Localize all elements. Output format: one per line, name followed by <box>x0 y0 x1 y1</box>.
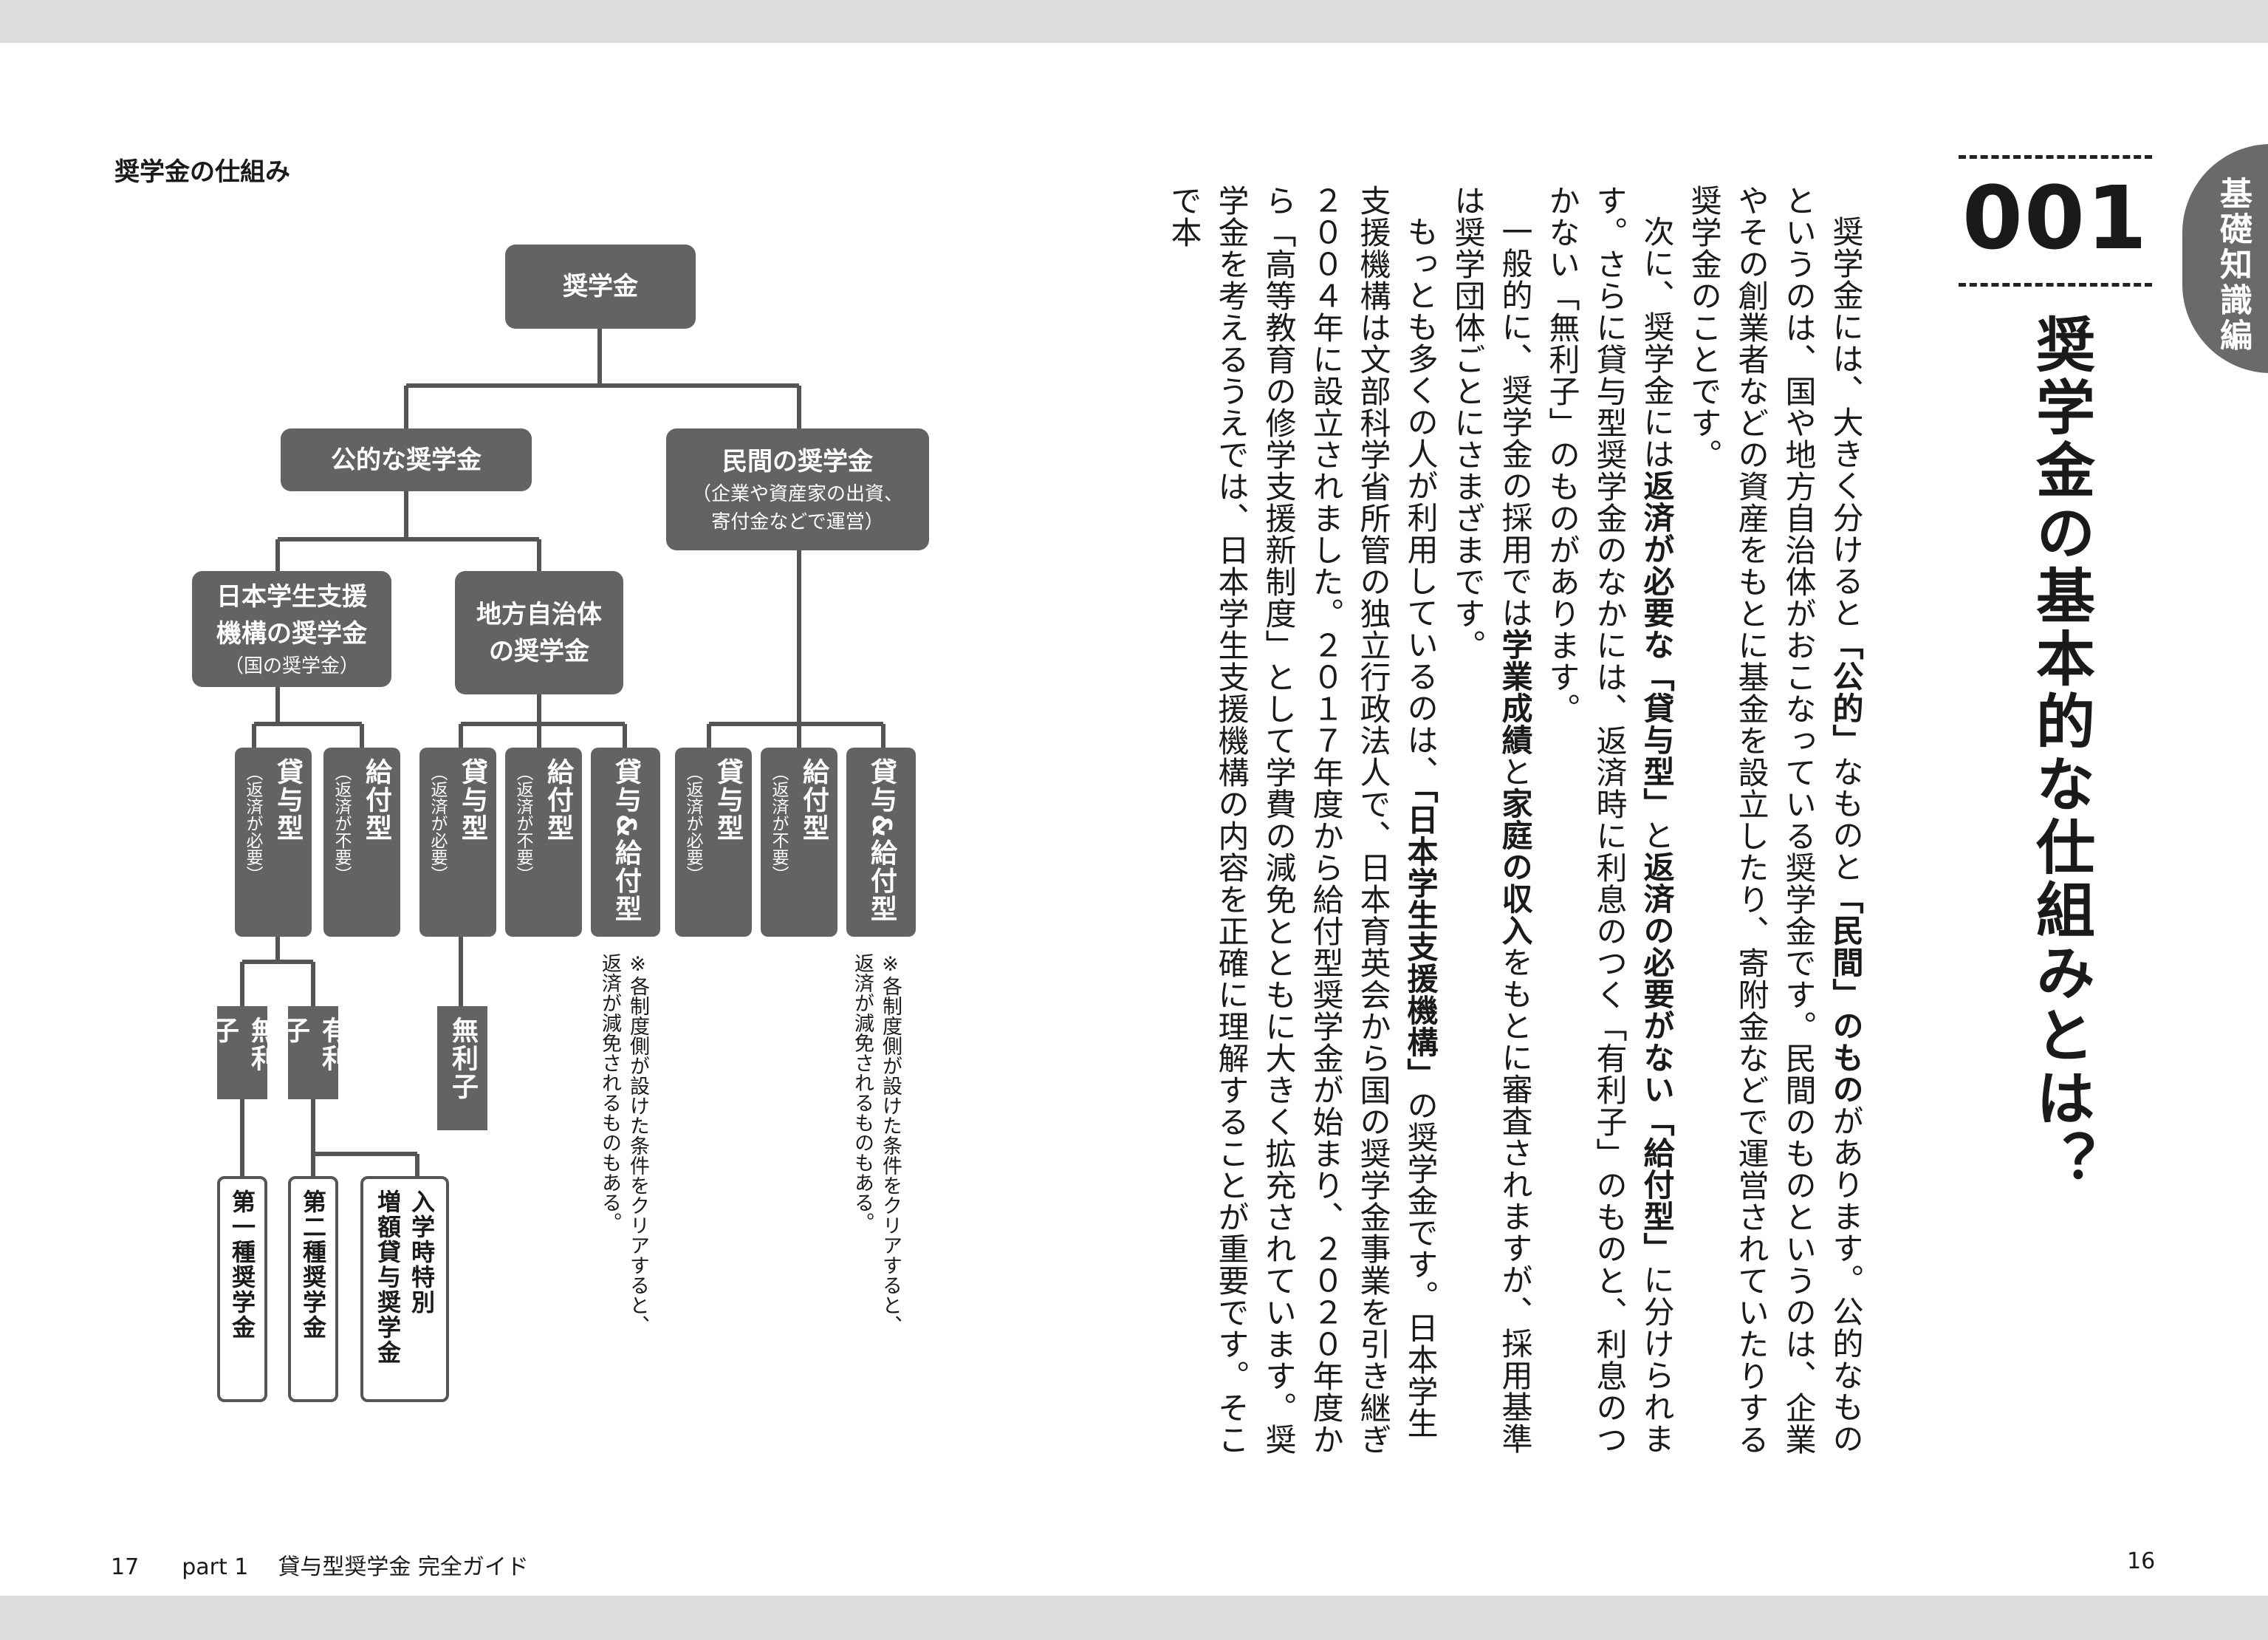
type1-label: 第一種奨学金 <box>228 1189 256 1340</box>
body-text: と <box>1639 819 1675 851</box>
category-label: 基礎知識編 <box>2214 177 2252 354</box>
body-paragraph-3: 一般的に、奨学金の採用では学業成績と家庭の収入をもとに審査されますが、採用基準は… <box>1444 185 1538 1455</box>
emphasis-text: 返済の必要がない「給付型」 <box>1639 851 1675 1264</box>
local-note: ※各制度側が設けた条件をクリアすると、返済が減免されるものもある。 <box>598 953 649 1335</box>
body-text: 次に、奨学金には <box>1639 216 1675 470</box>
loan-sub: （返済が必要） <box>428 764 447 883</box>
grant-sub: （返済が不要） <box>769 764 788 883</box>
local-line-2: の奨学金 <box>489 636 589 666</box>
emphasis-text: 「公的」 <box>1828 629 1864 756</box>
body-text: をもとに審査されますが、採用基準は奨学団体ごとにさまざまです。 <box>1450 185 1533 1455</box>
special-increase-loan-node: 入学時特別 増額貸与奨学金 <box>360 1176 449 1402</box>
loan-sub: （返済が必要） <box>243 764 262 883</box>
body-text: の奨学金です。日本学生支援機構は文部科学省所管の独立行政法人で、日本育英会から国… <box>1166 185 1439 1455</box>
jasso-grant-node: 給付型 （返済が不要） <box>323 748 400 937</box>
body-text: に分けられます。さらに貸与型奨学金のなかには、返済時に利息のつく「有利子」のもの… <box>1544 185 1675 1455</box>
type2-scholarship-node: 第二種奨学金 <box>288 1176 338 1402</box>
jasso-sub: （国の奨学金） <box>224 655 359 677</box>
article-title: 奨学金の基本的な仕組みとは？ <box>2027 314 2095 1193</box>
grant-label: 給付型 <box>361 758 391 842</box>
body-text: 一般的に、奨学金の採用では <box>1497 216 1533 629</box>
grant-sub: （返済が不要） <box>332 764 351 883</box>
mixed-label: 貸与&給付型 <box>611 758 641 923</box>
right-page-number: 16 <box>2127 1548 2156 1574</box>
public-label: 公的な奨学金 <box>331 445 482 475</box>
loan-label: 貸与型 <box>273 758 303 842</box>
interest-label: 有利子 <box>279 1017 348 1073</box>
no-interest-label: 無利子 <box>448 1017 478 1101</box>
left-footer: 17 part 1 貸与型奨学金 完全ガイド <box>111 1548 529 1581</box>
left-page-number: 17 <box>111 1554 140 1580</box>
local-grant-node: 給付型 （返済が不要） <box>505 748 582 937</box>
loan-label: 貸与型 <box>713 758 743 842</box>
emphasis-text: 家庭の収入 <box>1497 787 1533 946</box>
body-text: があります。公的なものというのは、国や地方自治体がおこなっている奨学金です。民間… <box>1686 185 1864 1455</box>
article-number: 001 <box>1962 167 2149 269</box>
private-note: ※各制度側が設けた条件をクリアすると、返済が減免されるものもある。 <box>851 953 902 1335</box>
jasso-line-1: 日本学生支援 <box>216 581 367 612</box>
grant-sub: （返済が不要） <box>513 764 532 883</box>
emphasis-text: 学業成績 <box>1497 629 1533 756</box>
special-line-1: 入学時特別 <box>408 1189 436 1315</box>
body-text: なものと <box>1828 756 1864 883</box>
part-label: part 1 <box>182 1554 249 1580</box>
article-number-box: 001 <box>1959 155 2152 287</box>
loan-sub: （返済が必要） <box>683 764 702 883</box>
local-mixed-node: 貸与&給付型 <box>591 748 660 937</box>
grant-label: 給付型 <box>798 758 829 842</box>
book-title: 貸与型奨学金 完全ガイド <box>278 1554 529 1580</box>
private-label: 民間の奨学金 <box>722 446 873 476</box>
special-line-2: 増額貸与奨学金 <box>374 1189 402 1365</box>
emphasis-text: 「日本学生支援機構」 <box>1402 787 1439 1090</box>
body-paragraph-2: 次に、奨学金には返済が必要な「貸与型」と返済の必要がない「給付型」に分けられます… <box>1538 185 1680 1455</box>
type2-label: 第二種奨学金 <box>299 1189 327 1340</box>
article-body: 奨学金には、大きく分けると「公的」なものと「民間」のものがあります。公的なものと… <box>1160 185 1869 1455</box>
emphasis-text: 返済が必要な「貸与型」 <box>1639 470 1675 819</box>
local-loan-node: 貸与型 （返済が必要） <box>419 748 496 937</box>
local-line-1: 地方自治体 <box>476 599 602 629</box>
local-gov-scholarship-node: 地方自治体 の奨学金 <box>455 571 623 694</box>
local-no-interest-node: 無利子 <box>437 1006 487 1130</box>
private-scholarship-node: 民間の奨学金 （企業や資産家の出資、 寄付金などで運営） <box>666 428 929 550</box>
body-paragraph-4: もっとも多くの人が利用しているのは、「日本学生支援機構」の奨学金です。日本学生支… <box>1160 185 1444 1455</box>
emphasis-text: 「民間」 <box>1828 883 1864 1010</box>
private-loan-node: 貸与型 （返済が必要） <box>675 748 752 937</box>
grant-label: 給付型 <box>543 758 573 842</box>
body-paragraph-1: 奨学金には、大きく分けると「公的」なものと「民間」のものがあります。公的なものと… <box>1680 185 1869 1455</box>
emphasis-text: のもの <box>1828 1010 1864 1105</box>
no-interest-label: 無利子 <box>208 1017 277 1073</box>
diagram-caption: 奨学金の仕組み <box>114 157 290 187</box>
mixed-label: 貸与&給付型 <box>866 758 897 923</box>
bottom-margin-band <box>0 1596 2268 1640</box>
jasso-no-interest-node: 無利子 <box>208 1006 277 1099</box>
loan-label: 貸与型 <box>457 758 487 842</box>
private-mixed-node: 貸与&給付型 <box>846 748 916 937</box>
jasso-interest-node: 有利子 <box>279 1006 348 1099</box>
public-scholarship-node: 公的な奨学金 <box>281 428 532 491</box>
diagram-connectors <box>240 329 885 1176</box>
jasso-line-2: 機構の奨学金 <box>216 618 367 649</box>
body-text: もっとも多くの人が利用しているのは、 <box>1402 216 1439 787</box>
body-text: と <box>1497 756 1533 787</box>
jasso-loan-node: 貸与型 （返済が必要） <box>235 748 312 937</box>
body-text: 奨学金には、大きく分けると <box>1828 216 1864 629</box>
private-grant-node: 給付型 （返済が不要） <box>761 748 837 937</box>
jasso-scholarship-node: 日本学生支援 機構の奨学金 （国の奨学金） <box>192 571 391 687</box>
private-sub-1: （企業や資産家の出資、 <box>691 482 903 505</box>
scholarship-root-node: 奨学金 <box>505 245 696 329</box>
top-margin-band <box>0 0 2268 43</box>
root-label: 奨学金 <box>563 272 638 301</box>
category-tab: 基礎知識編 <box>2182 144 2268 373</box>
type1-scholarship-node: 第一種奨学金 <box>217 1176 267 1402</box>
private-sub-2: 寄付金などで運営） <box>711 510 884 533</box>
